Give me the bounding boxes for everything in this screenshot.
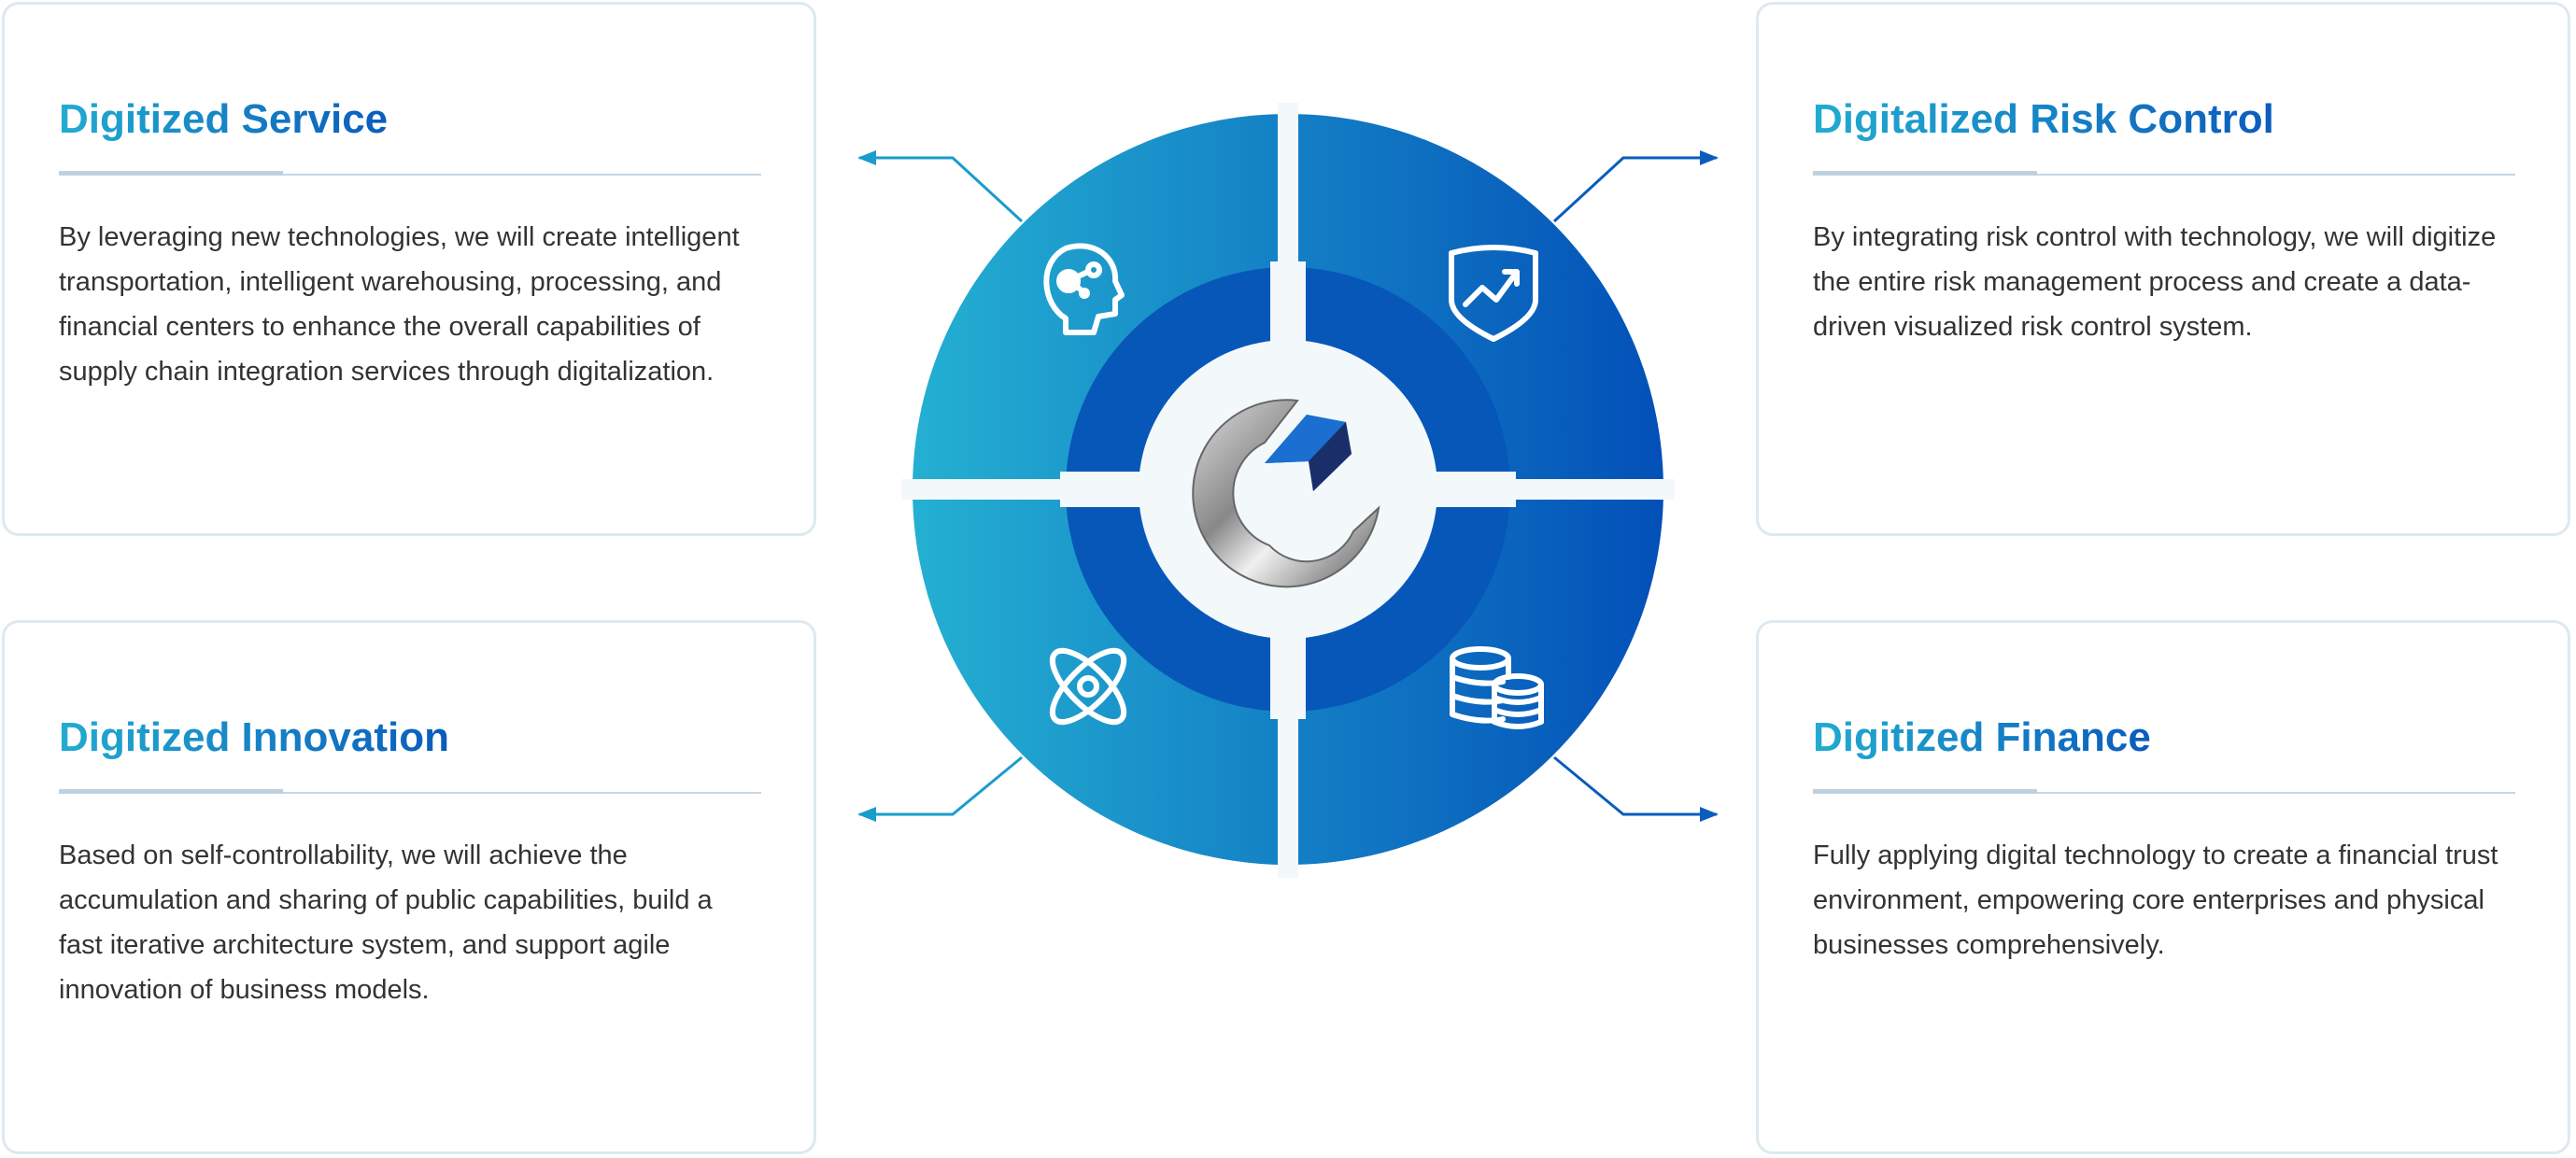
card-digitalized-risk-control: Digitalized Risk Control By integrating … [1756,2,2570,536]
divider [1813,789,2515,794]
arrow-to-innovation [857,756,1023,822]
atom-icon [1049,647,1127,726]
arrow-to-risk-control [1552,150,1719,223]
card-title: Digitalized Risk Control [1813,96,2274,142]
divider [1813,171,2515,176]
card-digitized-innovation: Digitized Innovation Based on self-contr… [2,620,816,1154]
brain-network-icon [1043,243,1125,335]
connector-arrows [857,150,1719,822]
card-title: Digitized Innovation [59,714,449,760]
arrow-to-digitized-service [857,150,1024,223]
divider [59,789,761,794]
card-digitized-service: Digitized Service By leveraging new tech… [2,2,816,536]
company-logo [1192,399,1380,588]
database-icon [1450,646,1544,729]
card-title: Digitized Finance [1813,714,2151,760]
card-title: Digitized Service [59,96,389,142]
card-body: By integrating risk control with technol… [1813,222,2497,342]
card-body: By leveraging new technologies, we will … [59,222,740,387]
divider [59,171,761,176]
card-body: Fully applying digital technology to cre… [1813,840,2498,960]
shield-growth-icon [1449,245,1538,342]
card-body: Based on self-controllability, we will a… [59,840,713,1005]
arrow-to-finance [1553,756,1719,822]
card-digitized-finance: Digitized Finance Fully applying digital… [1756,620,2570,1154]
